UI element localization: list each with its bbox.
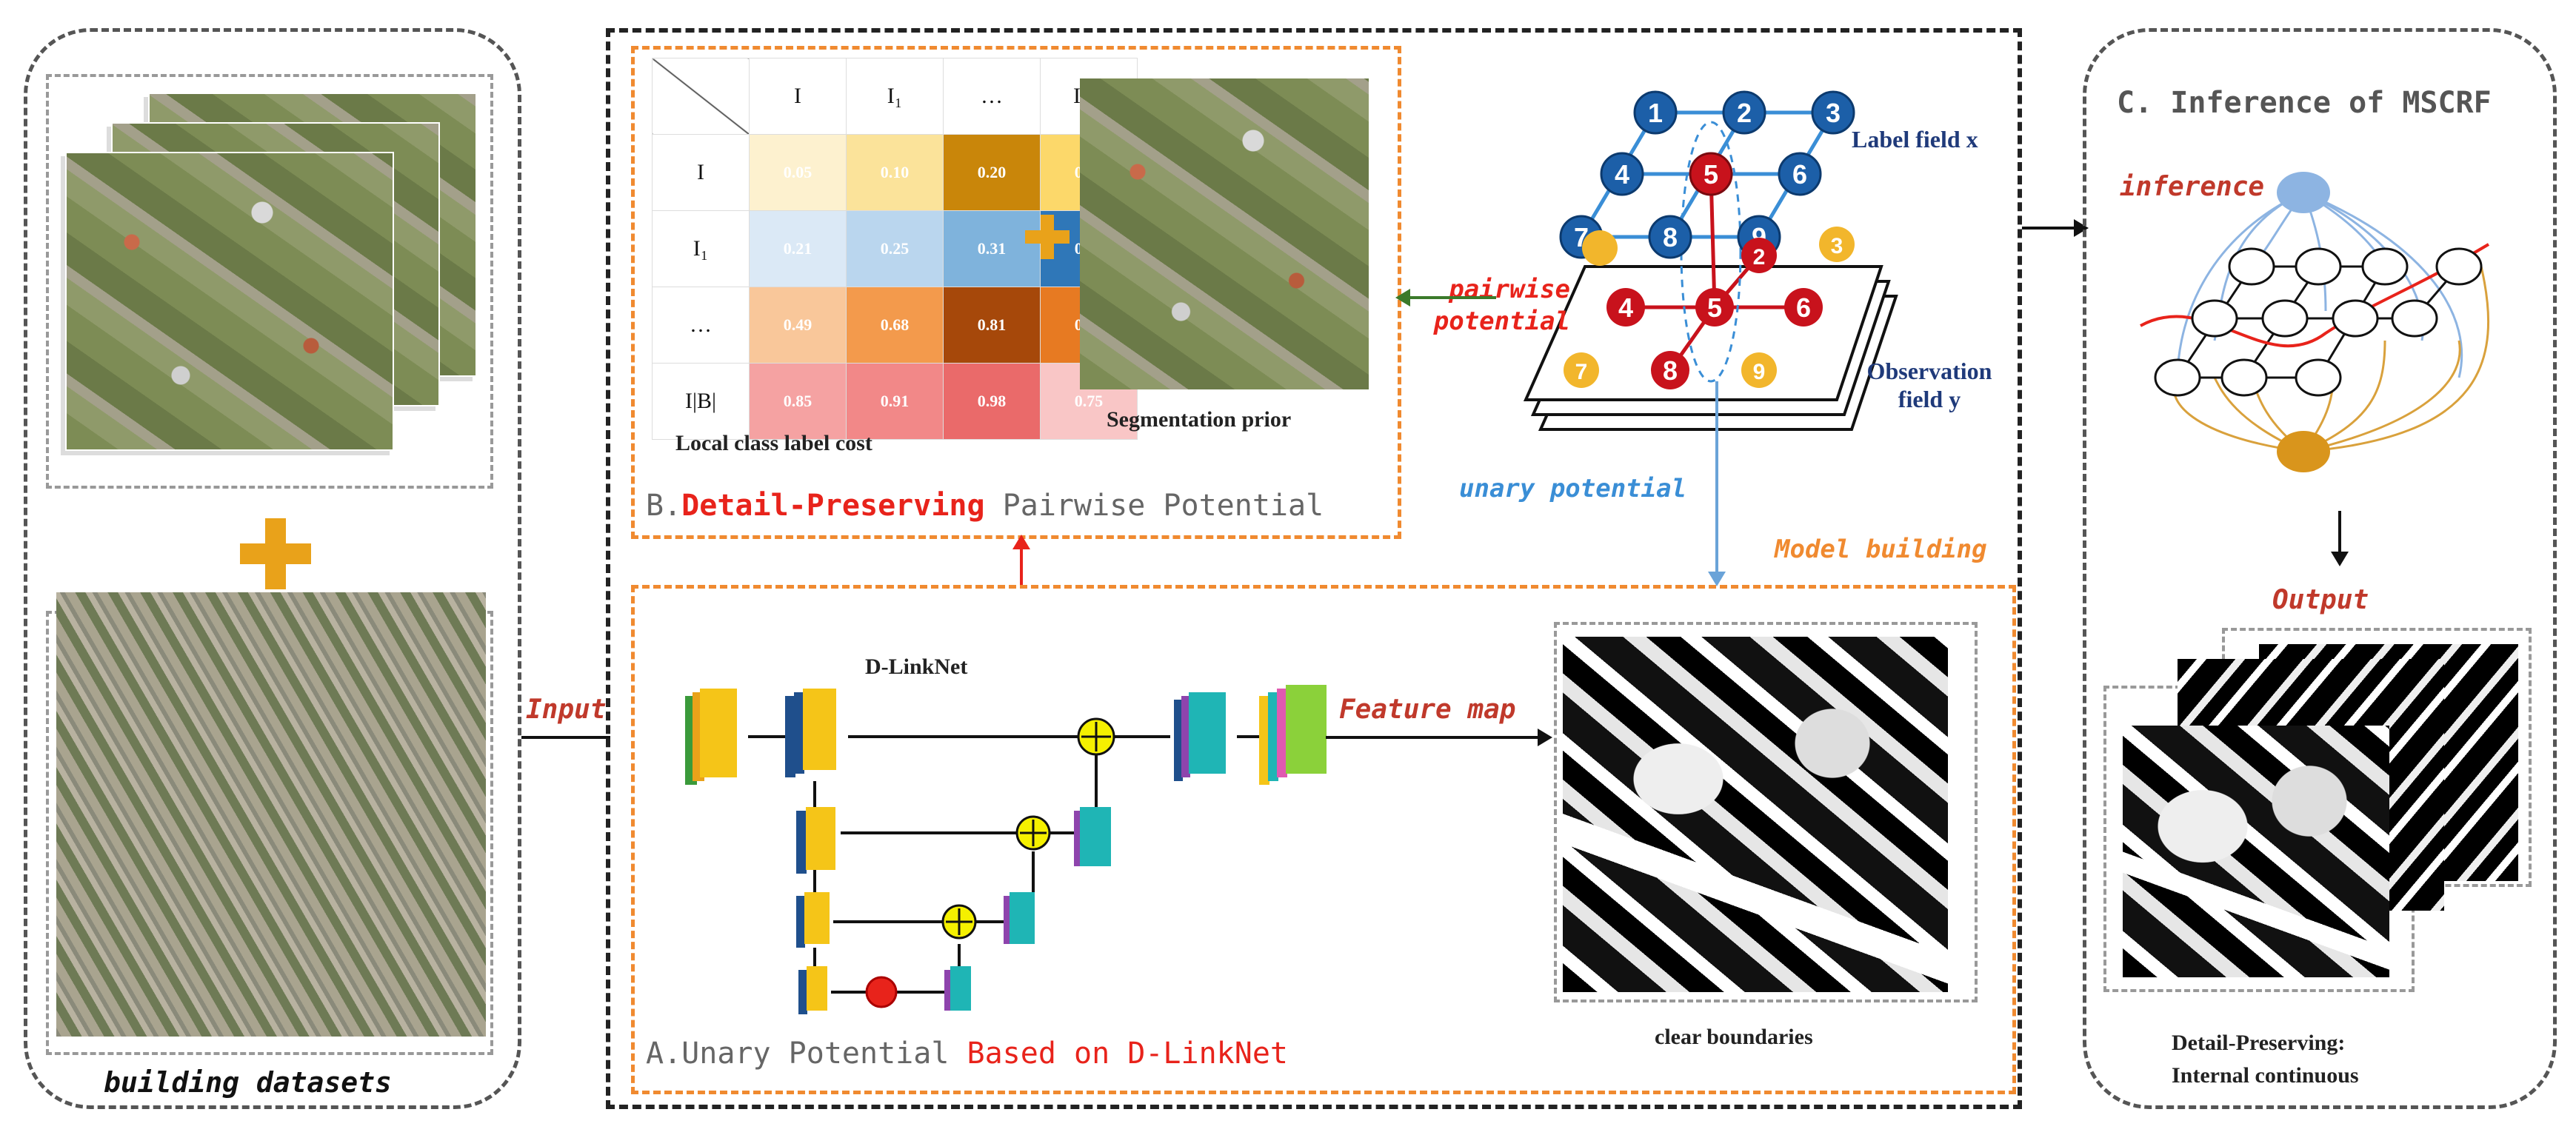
table-cell: 0.85 xyxy=(749,363,847,440)
svg-text:3: 3 xyxy=(1831,234,1843,258)
crf-nodes: 1 2 3 4 5 6 7 8 9 2 3 4 5 6 7 8 9 xyxy=(1559,90,1855,389)
mscrf-nodes xyxy=(2154,247,2483,397)
to-inference-arrow xyxy=(2022,227,2078,230)
inference-panel xyxy=(2083,28,2557,1109)
node-label: 8 xyxy=(1663,222,1678,252)
observation-field-text: Observation field y xyxy=(1866,358,1992,413)
output-label: Output xyxy=(2272,585,2369,615)
clear-boundaries-caption: clear boundaries xyxy=(1655,1025,1813,1049)
datasets-caption: building datasets xyxy=(104,1066,392,1099)
sum-node-plus xyxy=(946,722,1111,935)
global-node-bottom xyxy=(2277,431,2330,472)
unary-ellipse xyxy=(1680,121,1742,383)
node-label: 5 xyxy=(1704,159,1718,190)
network-name: D-LinkNet xyxy=(865,654,968,679)
datasets-panel xyxy=(24,28,521,1109)
box-b-title-gray: Pairwise Potential xyxy=(1002,489,1324,523)
local-cost-table: I I₁ … I|B| I 0.05 0.10 0.20 0.13 I₁ 0.2… xyxy=(652,58,1138,440)
pairwise-arrowhead xyxy=(1395,289,1410,307)
model-building-label: Model building xyxy=(1775,535,1987,564)
detail-caption-line1: Detail-Preserving: xyxy=(2172,1031,2346,1055)
feature-map-arrow xyxy=(1326,736,1541,739)
table-cell: 0.49 xyxy=(749,287,847,364)
input-arrow xyxy=(521,736,610,739)
segmentation-prior-image xyxy=(1080,78,1369,389)
table-cell: 0.98 xyxy=(943,363,1041,440)
table-cell: 0.21 xyxy=(749,210,847,287)
svg-text:6: 6 xyxy=(1796,292,1811,323)
global-node-top xyxy=(2277,172,2330,213)
mscrf-graph xyxy=(2140,172,2490,472)
table-cell: 0.91 xyxy=(846,363,944,440)
model-building-panel xyxy=(606,28,2022,1109)
local-cost-caption: Local class label cost xyxy=(675,431,872,455)
box-a-prefix: A. xyxy=(646,1037,682,1071)
table-cell: 0.68 xyxy=(846,287,944,364)
table-cell: 0.05 xyxy=(749,134,847,211)
pairwise-potential-label: pairwise potential xyxy=(1433,275,1570,336)
decoder-blocks xyxy=(944,685,1327,1011)
encoder-blocks xyxy=(685,689,836,1014)
probability-map-frame xyxy=(1554,622,1978,1002)
node-label: 1 xyxy=(1648,98,1663,128)
svg-text:7: 7 xyxy=(1575,360,1588,384)
probability-map-image xyxy=(1563,637,1948,992)
input-label: Input xyxy=(526,694,607,725)
node-label: 6 xyxy=(1792,159,1807,190)
label-field-text: Label field x xyxy=(1852,126,1978,153)
a-to-b-arrowhead xyxy=(1012,535,1030,549)
table-cell: 0.10 xyxy=(846,134,944,211)
svg-text:5: 5 xyxy=(1707,292,1722,323)
output-arrow xyxy=(2338,511,2341,555)
box-a-title-gray: Unary Potential xyxy=(681,1037,950,1071)
box-b-title-red: Detail-Preserving xyxy=(681,489,985,523)
table-corner xyxy=(652,58,750,135)
dlinknet-diagram xyxy=(685,685,1327,1014)
table-cell: 0.20 xyxy=(943,134,1041,211)
svg-text:4: 4 xyxy=(1618,292,1633,323)
box-a-title-red: Based on D-LinkNet xyxy=(967,1037,1288,1071)
crf-graph: 1 2 3 4 5 6 7 8 9 2 3 4 5 6 7 8 9 xyxy=(1523,90,1898,431)
unary-potential-label: unary potential xyxy=(1459,474,1687,503)
feature-map-label: Feature map xyxy=(1339,694,1516,725)
box-b-prefix: B. xyxy=(646,489,682,523)
svg-text:2: 2 xyxy=(1753,245,1766,269)
pairwise-arrow xyxy=(1407,296,1496,299)
segmentation-prior-caption: Segmentation prior xyxy=(1107,407,1292,432)
table-col-header: I₁ xyxy=(846,58,944,135)
box-a-title: A.Unary Potential Based on D-LinkNet xyxy=(646,1037,1288,1071)
large-aerial-image xyxy=(56,592,486,1037)
node-label: 2 xyxy=(1737,98,1752,128)
inference-label: inference xyxy=(2120,172,2265,202)
output-arrowhead xyxy=(2331,552,2349,566)
box-b-title: B.Detail-Preserving Pairwise Potential xyxy=(646,489,1324,523)
table-cell: 0.81 xyxy=(943,287,1041,364)
feature-map-arrowhead xyxy=(1538,729,1552,746)
dataset-image-frame-top xyxy=(46,74,493,489)
inference-panel-title: C. Inference of MSCRF xyxy=(2117,86,2492,120)
node-label: 3 xyxy=(1826,98,1841,128)
a-to-b-arrow xyxy=(1020,548,1023,585)
aerial-image-front xyxy=(65,152,394,451)
unary-arrowhead xyxy=(1708,572,1726,586)
output-map-front xyxy=(2123,726,2389,977)
plus-icon xyxy=(1025,215,1070,259)
table-row-header: I xyxy=(652,134,750,211)
node-label: 4 xyxy=(1615,159,1629,190)
table-col-header: … xyxy=(943,58,1041,135)
unary-arrow xyxy=(1715,381,1718,577)
network-arrows xyxy=(748,735,1285,994)
table-col-header: I xyxy=(749,58,847,135)
table-row-header: … xyxy=(652,287,750,364)
dilation-center-icon xyxy=(865,976,898,1008)
plus-icon xyxy=(240,518,311,589)
detail-caption-line2: Internal continuous xyxy=(2172,1063,2359,1088)
svg-text:8: 8 xyxy=(1663,355,1678,386)
table-row-header: I|B| xyxy=(652,363,750,440)
svg-text:9: 9 xyxy=(1753,360,1766,384)
table-cell: 0.25 xyxy=(846,210,944,287)
unary-potential-box xyxy=(631,585,2016,1094)
table-row-header: I₁ xyxy=(652,210,750,287)
